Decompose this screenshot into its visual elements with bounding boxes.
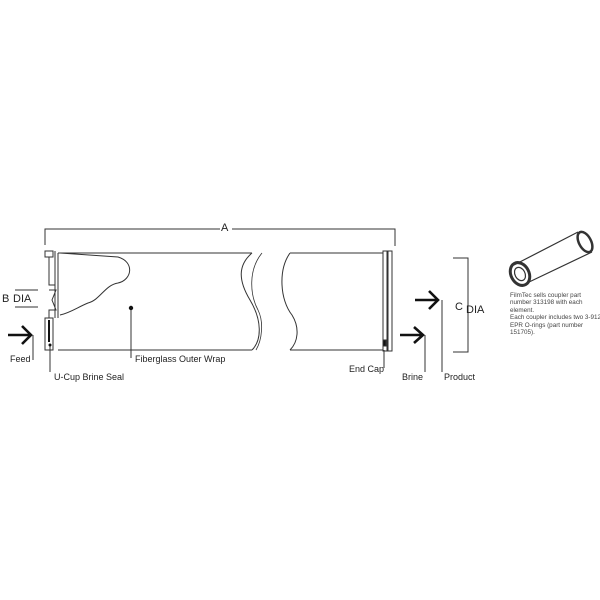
coupler-note: FilmTec sells coupler part number 313198… (510, 292, 600, 336)
end-cap-label: End Cap (349, 364, 385, 374)
outer-wrap-label: Fiberglass Outer Wrap (135, 354, 226, 364)
dimension-c-bracket (453, 257, 469, 353)
coupler-note-line1: FilmTec sells coupler part number 313198… (510, 292, 583, 314)
product-label: Product (444, 372, 476, 382)
brine-arrow-icon (400, 326, 425, 344)
dimension-c-dia-label: DIA (466, 304, 485, 316)
feed-label: Feed (10, 354, 31, 364)
tube-right-section (281, 252, 383, 351)
dimension-b-lines (15, 289, 38, 308)
tube-left-section (58, 252, 263, 351)
u-cup-brine-seal (48, 320, 50, 342)
left-end-cap (44, 250, 59, 351)
coupler-illustration (508, 230, 594, 287)
dimension-b-label: B (2, 293, 10, 305)
dimension-c-label: C (455, 301, 463, 313)
brine-label: Brine (402, 372, 424, 382)
dimension-a-line (44, 228, 396, 246)
right-end-cap (382, 250, 393, 352)
dimension-b-dia-label: DIA (13, 293, 32, 305)
coupler-note-line2: Each coupler includes two 3-912 EPR O-ri… (510, 314, 600, 337)
u-cup-label: U-Cup Brine Seal (54, 372, 125, 382)
feed-arrow-icon (8, 325, 33, 345)
product-arrow-icon (415, 290, 440, 310)
outer-wrap-marker (128, 305, 134, 311)
dimension-a-label: A (221, 222, 229, 234)
